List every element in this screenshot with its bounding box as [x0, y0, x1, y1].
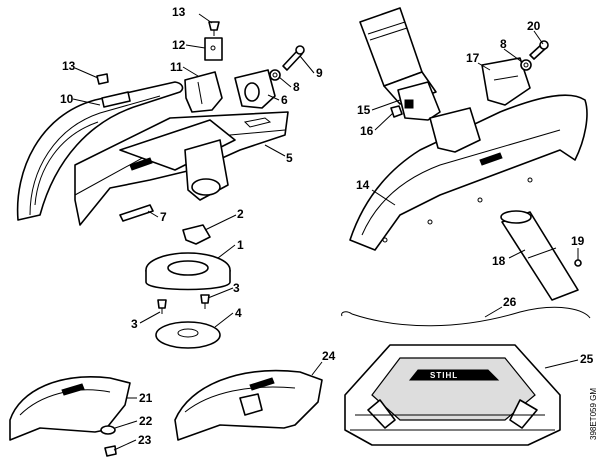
- part-2-clip: [182, 224, 211, 245]
- part-10-guard-extension: [16, 81, 184, 221]
- callout-14: 14: [356, 178, 370, 192]
- callout-13-top: 13: [172, 5, 186, 19]
- brand-label: STIHL: [430, 371, 458, 380]
- part-21-deflector: [9, 376, 131, 441]
- figure-code: 398ET059 GM: [589, 388, 598, 440]
- callout-21: 21: [139, 391, 153, 405]
- callout-17: 17: [466, 51, 480, 65]
- callout-22: 22: [139, 414, 153, 428]
- part-13-screw-left: [96, 73, 109, 85]
- part-20-screw: [529, 40, 549, 60]
- callout-8-left: 8: [293, 80, 300, 94]
- callout-6: 6: [281, 93, 288, 107]
- part-5-guard: [74, 111, 289, 226]
- part-18-tube: [500, 210, 579, 301]
- callout-12: 12: [172, 38, 186, 52]
- callout-11: 11: [170, 60, 183, 74]
- callout-15: 15: [357, 103, 371, 117]
- part-8-washer-right: [520, 59, 532, 71]
- callout-16: 16: [360, 124, 374, 138]
- callout-8-right: 8: [500, 37, 507, 51]
- part-16-nut: [390, 105, 403, 118]
- callout-25: 25: [580, 352, 594, 366]
- part-6-clamp: [234, 69, 276, 109]
- callout-2: 2: [237, 207, 244, 221]
- callout-1: 1: [237, 238, 244, 252]
- part-26-spring-wire: [341, 306, 591, 327]
- callout-20: 20: [527, 19, 541, 33]
- part-25-base-cover: [344, 344, 561, 446]
- leader-lines: [72, 13, 579, 451]
- part-7-strip: [119, 204, 154, 222]
- callout-7: 7: [160, 210, 167, 224]
- part-3-screws: [157, 294, 210, 314]
- callout-3-left: 3: [131, 317, 138, 331]
- callout-26: 26: [503, 295, 517, 309]
- callout-3-right: 3: [233, 281, 240, 295]
- part-9-screw: [282, 45, 305, 71]
- part-15-clamp: [397, 81, 441, 121]
- callout-13-left: 13: [62, 59, 76, 73]
- callout-10: 10: [60, 92, 74, 106]
- part-14-guard: [349, 94, 588, 251]
- part-12-bracket: [204, 37, 223, 61]
- callout-23: 23: [138, 433, 152, 447]
- callout-18: 18: [492, 254, 506, 268]
- callout-labels: 13 12 11 13 10 9 8 6 5 7 2 1 3 3 4 20 8 …: [60, 5, 594, 447]
- callout-9: 9: [316, 66, 323, 80]
- callout-4: 4: [235, 306, 242, 320]
- part-24-deflector: [174, 369, 323, 441]
- callout-24: 24: [322, 349, 336, 363]
- part-17-bracket: [481, 57, 531, 106]
- part-23-screw: [104, 445, 117, 457]
- part-19-screw: [574, 259, 582, 267]
- callout-5: 5: [286, 151, 293, 165]
- part-1-ring: [145, 252, 231, 291]
- part-4-disc: [155, 321, 221, 349]
- callout-19: 19: [571, 234, 585, 248]
- part-22-washer: [100, 425, 116, 435]
- part-11-bracket: [184, 71, 223, 113]
- part-13-screw-top: [208, 21, 220, 36]
- part-8-washer-left: [269, 69, 281, 81]
